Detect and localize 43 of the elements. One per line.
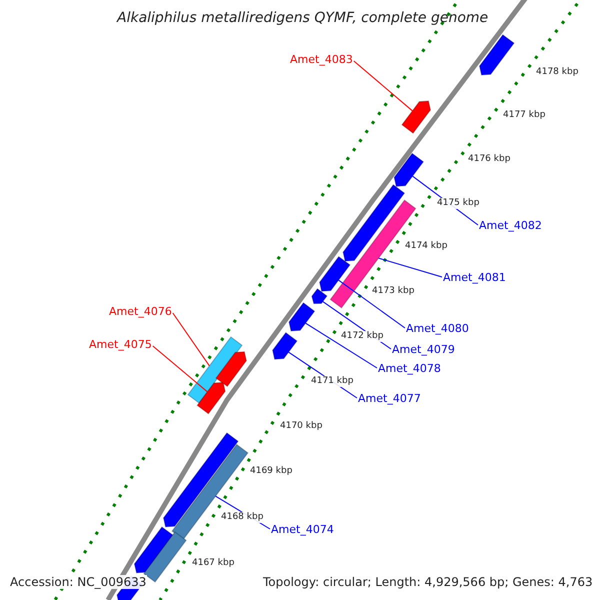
scale-label: 4175 kbp	[436, 198, 480, 209]
gene-feature	[171, 444, 249, 540]
gene-feature	[272, 332, 298, 360]
gene-feature	[215, 351, 247, 388]
gene-label: Amet_4078	[378, 363, 441, 374]
scale-label: 4173 kbp	[371, 286, 416, 297]
scale-label: 4167 kbp	[191, 558, 236, 569]
scale-label: 4177 kbp	[502, 110, 546, 121]
scale-label: 4178 kbp	[535, 67, 580, 78]
gene-feature	[401, 100, 432, 134]
scale-label: 4168 kbp	[220, 512, 264, 523]
gene-label: Amet_4080	[406, 323, 469, 334]
leader-line	[172, 312, 210, 366]
gene-label: Amet_4083	[290, 54, 353, 65]
title: Alkaliphilus metalliredigens QYMF, complete genome	[117, 11, 488, 25]
scale-label: 4176 kbp	[467, 154, 512, 165]
gene-feature	[311, 288, 328, 304]
gene-label: Amet_4074	[271, 524, 334, 535]
leader-line	[378, 258, 442, 278]
scale-label: 4172 kbp	[340, 331, 384, 342]
scale-label: 4174 kbp	[404, 241, 448, 252]
info-text: Topology: circular; Length: 4,929,566 bp; Genes: 4,763	[262, 575, 594, 589]
gene-label: Amet_4079	[392, 344, 455, 355]
info-text: Accession: NC_009633	[9, 575, 148, 589]
scale-label: 4171 kbp	[310, 376, 354, 387]
gene-feature	[196, 382, 226, 414]
leader-line	[305, 322, 378, 368]
leader-line	[353, 60, 413, 112]
gene-label: Amet_4075	[89, 339, 152, 350]
gene-feature	[394, 152, 424, 187]
leader-line	[338, 280, 406, 328]
gene-feature	[478, 34, 515, 76]
gene-feature	[288, 302, 316, 332]
gene-feature	[342, 184, 406, 262]
scale-label: 4170 kbp	[279, 421, 324, 432]
gene-feature	[134, 526, 174, 574]
leader-line	[152, 346, 208, 392]
gene-label: Amet_4081	[443, 272, 506, 283]
gene-label: Amet_4077	[358, 393, 421, 404]
gene-label: Amet_4076	[109, 306, 172, 317]
gene-label: Amet_4082	[479, 220, 542, 231]
scale-label: 4169 kbp	[249, 466, 294, 477]
gene-feature	[319, 256, 351, 292]
